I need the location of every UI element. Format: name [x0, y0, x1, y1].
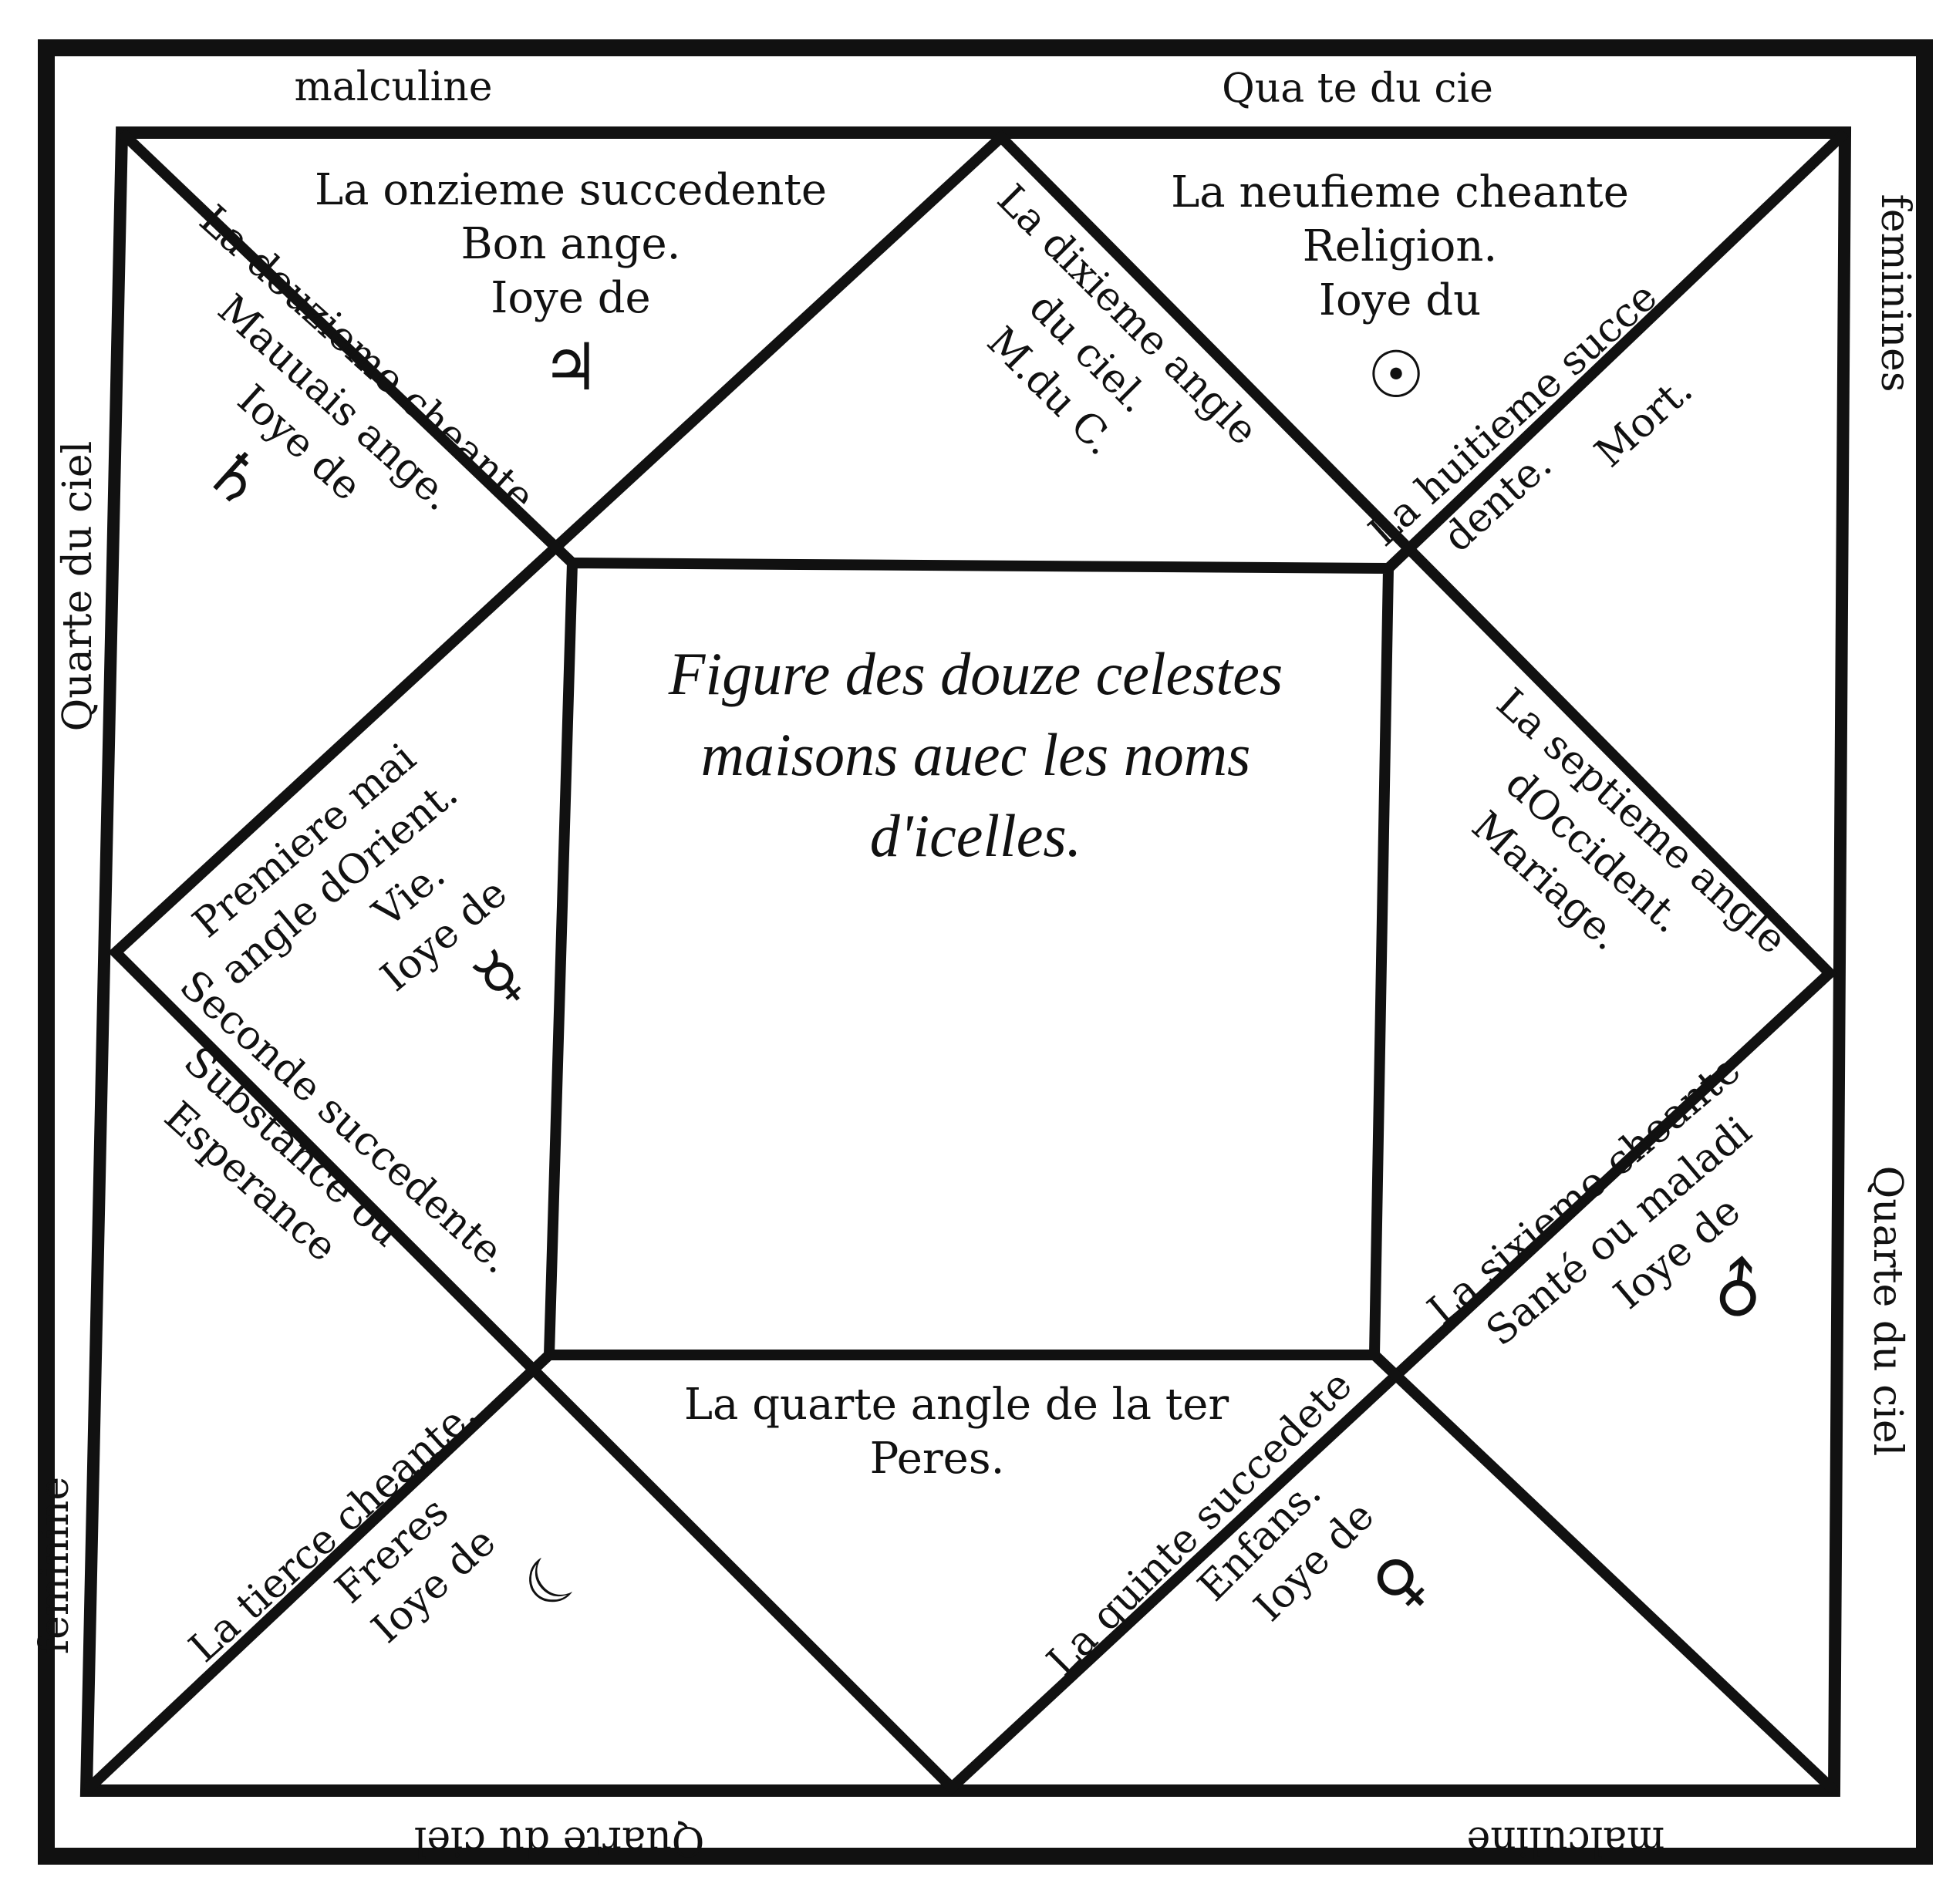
edge-label-bottom-right: malculine [1466, 1818, 1664, 1864]
diagonal-bottom-right [1371, 1350, 1838, 1795]
house-11-line-1: La onzieme succedente [315, 165, 827, 215]
house-8-line-3: Mort. [1587, 366, 1701, 477]
house-9-line-3: Ioye du [1319, 275, 1481, 325]
diagonal-bottom-left [83, 1350, 553, 1795]
edge-label-left-bottom: feminine [32, 1477, 78, 1654]
house-11-line-3: Ioye de [491, 273, 650, 323]
house-4: La quarte angle de la ter Peres. [684, 1380, 1229, 1484]
house-11: La onzieme succedente Bon ange. Ioye de … [315, 165, 827, 405]
house-6: La sixieme cheante Santé ou maladi Ioye … [1419, 1046, 1785, 1355]
house-2-line-1: Seconde succedente. [171, 962, 521, 1283]
house-8: La huitieme succe dente. Mort. [1361, 274, 1701, 561]
moon-icon: ☾ [507, 1532, 601, 1627]
outer-frame [38, 39, 1933, 1865]
house-5: La quinte succedete Enfans. Ioye de ♀ [1038, 1362, 1444, 1685]
diamond-lines [107, 130, 1838, 1795]
house-11-line-2: Bon ange. [461, 219, 681, 269]
edge-label-bottom-center: Quarte du ciel [414, 1818, 705, 1864]
sun-icon: ☉ [1367, 337, 1425, 413]
diagonal-top-left [118, 128, 576, 568]
jupiter-icon: ♃ [541, 329, 599, 405]
house-3: La tierce cheante. Freres Ioye de ☾ [180, 1390, 601, 1671]
edge-label-top-left: malculine [294, 64, 492, 110]
title-line-2: maisons auec les noms [701, 721, 1251, 788]
figure-title: Figure des douze celestes maisons auec l… [668, 640, 1283, 869]
house-2: Seconde succedente. Substance ou Esperan… [155, 962, 521, 1283]
center-square [543, 557, 1395, 1360]
edge-label-right-top: feminines [1872, 194, 1918, 392]
house-4-line-2: Peres. [870, 1434, 1005, 1484]
diagonal-top-right [1384, 128, 1849, 573]
house-4-line-1: La quarte angle de la ter [684, 1380, 1229, 1430]
venus-icon: ♀ [1357, 1539, 1444, 1626]
house-9: La neufieme cheante Religion. Ioye du ☉ [1171, 167, 1629, 413]
title-line-1: Figure des douze celestes [668, 640, 1283, 707]
edge-label-left-middle: Quarte du ciel [55, 441, 101, 732]
house-9-line-2: Religion. [1303, 221, 1497, 271]
mercury-icon: ☿ [460, 935, 538, 1019]
edge-label-top-right: Qua te du cie [1222, 66, 1493, 112]
house-9-line-1: La neufieme cheante [1171, 167, 1629, 217]
house-7: La septieme angle dOccident. Mariage. [1463, 679, 1796, 963]
title-line-3: d'icelles. [870, 802, 1081, 869]
edge-label-right-middle: Quarte du ciel [1864, 1166, 1911, 1457]
